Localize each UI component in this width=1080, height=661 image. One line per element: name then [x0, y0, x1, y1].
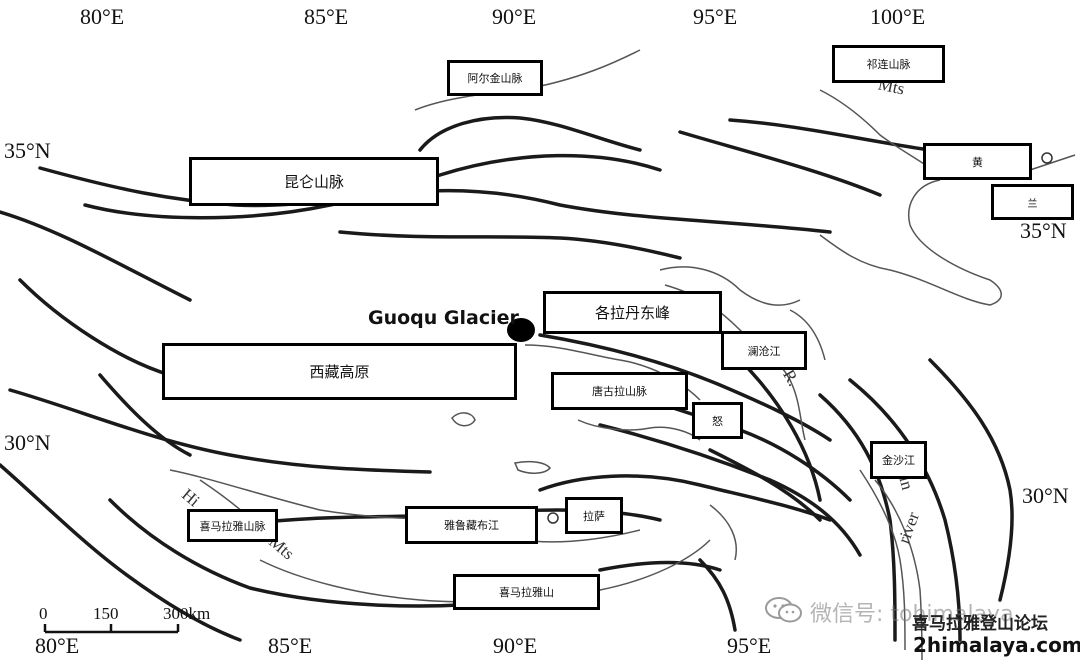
mountain-line: [538, 333, 832, 442]
coord-left-30n: 30°N: [4, 430, 51, 455]
label-himalaya-mt: 喜马拉雅山: [453, 574, 600, 610]
label-himalaya-range: 喜马拉雅山脉: [187, 509, 278, 542]
mountain-line: [848, 378, 962, 642]
mountain-line: [708, 448, 822, 522]
river-line: [819, 179, 1002, 306]
coord-top-90e: 90°E: [492, 4, 537, 29]
mountain-line: [598, 423, 862, 557]
label-tibet-plateau: 西藏高原: [162, 343, 517, 400]
river-line: [1029, 154, 1076, 171]
mountain-line: [738, 358, 822, 502]
river-line: [513, 460, 551, 474]
coord-bottom-90e: 90°E: [493, 633, 538, 658]
label-jinsha: 金沙江: [870, 441, 927, 479]
label-yarlung: 雅鲁藏布江: [405, 506, 538, 544]
mountain-line: [18, 278, 172, 377]
mountain-line: [538, 474, 832, 522]
mountain-line: [0, 210, 192, 302]
watermark-forum: 喜马拉雅登山论坛: [912, 614, 1048, 634]
label-qilian: 祁连山脉: [832, 45, 945, 83]
label-geladandong: 各拉丹东峰: [543, 291, 722, 334]
label-altun: 阿尔金山脉: [447, 60, 543, 96]
label-lancang: 澜沧江: [721, 331, 807, 370]
lake: [451, 412, 476, 427]
watermark-wechat: 微信号: tohimalaya: [810, 602, 1014, 627]
label-nu: 怒: [692, 402, 743, 439]
coord-left-35n: 35°N: [4, 138, 51, 163]
coord-right-35n: 35°N: [1020, 218, 1067, 243]
scale-tick-300km: 300km: [163, 604, 211, 623]
coord-top-80e: 80°E: [80, 4, 125, 29]
mountain-line: [818, 393, 897, 642]
river-line: [789, 309, 826, 361]
coord-top-100e: 100°E: [870, 4, 926, 29]
coord-bottom-80e: 80°E: [35, 633, 80, 658]
river-line: [874, 479, 923, 661]
river-line: [819, 89, 941, 176]
lhasa-marker: [547, 512, 559, 524]
label-huang: 黄: [923, 143, 1032, 180]
label-kunlun: 昆仑山脉: [189, 157, 439, 206]
mountain-line: [678, 130, 882, 197]
watermark-site: 2himalaya.com: [913, 633, 1080, 657]
mountain-line: [8, 388, 432, 474]
label-lan: 兰: [991, 184, 1074, 220]
coord-bottom-95e: 95°E: [727, 633, 772, 658]
coord-bottom-85e: 85°E: [268, 633, 313, 658]
coord-top-85e: 85°E: [304, 4, 349, 29]
mountain-line: [338, 230, 682, 260]
river-line: [577, 419, 701, 441]
wechat-icon: [764, 596, 804, 624]
mountain-line: [0, 463, 242, 642]
scale-bar: [43, 624, 180, 634]
coord-right-30n: 30°N: [1022, 483, 1069, 508]
mountain-line: [83, 188, 832, 234]
mountain-line: [108, 498, 522, 608]
scale-tick-150: 150: [93, 604, 119, 623]
coord-top-95e: 95°E: [693, 4, 738, 29]
river-line: [859, 469, 906, 651]
mountain-line: [928, 358, 1014, 602]
river-line: [659, 266, 801, 306]
mountain-line: [418, 115, 642, 152]
guoqu-glacier-label: Guoqu Glacier: [368, 307, 519, 329]
mountain-line: [98, 373, 192, 457]
label-tanggula: 唐古拉山脉: [551, 372, 688, 410]
river-line: [709, 504, 737, 561]
scale-tick-0: 0: [39, 604, 48, 623]
label-lhasa: 拉萨: [565, 497, 623, 534]
glacier-marker: [507, 318, 535, 342]
mountain-line: [598, 560, 722, 572]
lanzhou-marker: [1041, 152, 1053, 164]
